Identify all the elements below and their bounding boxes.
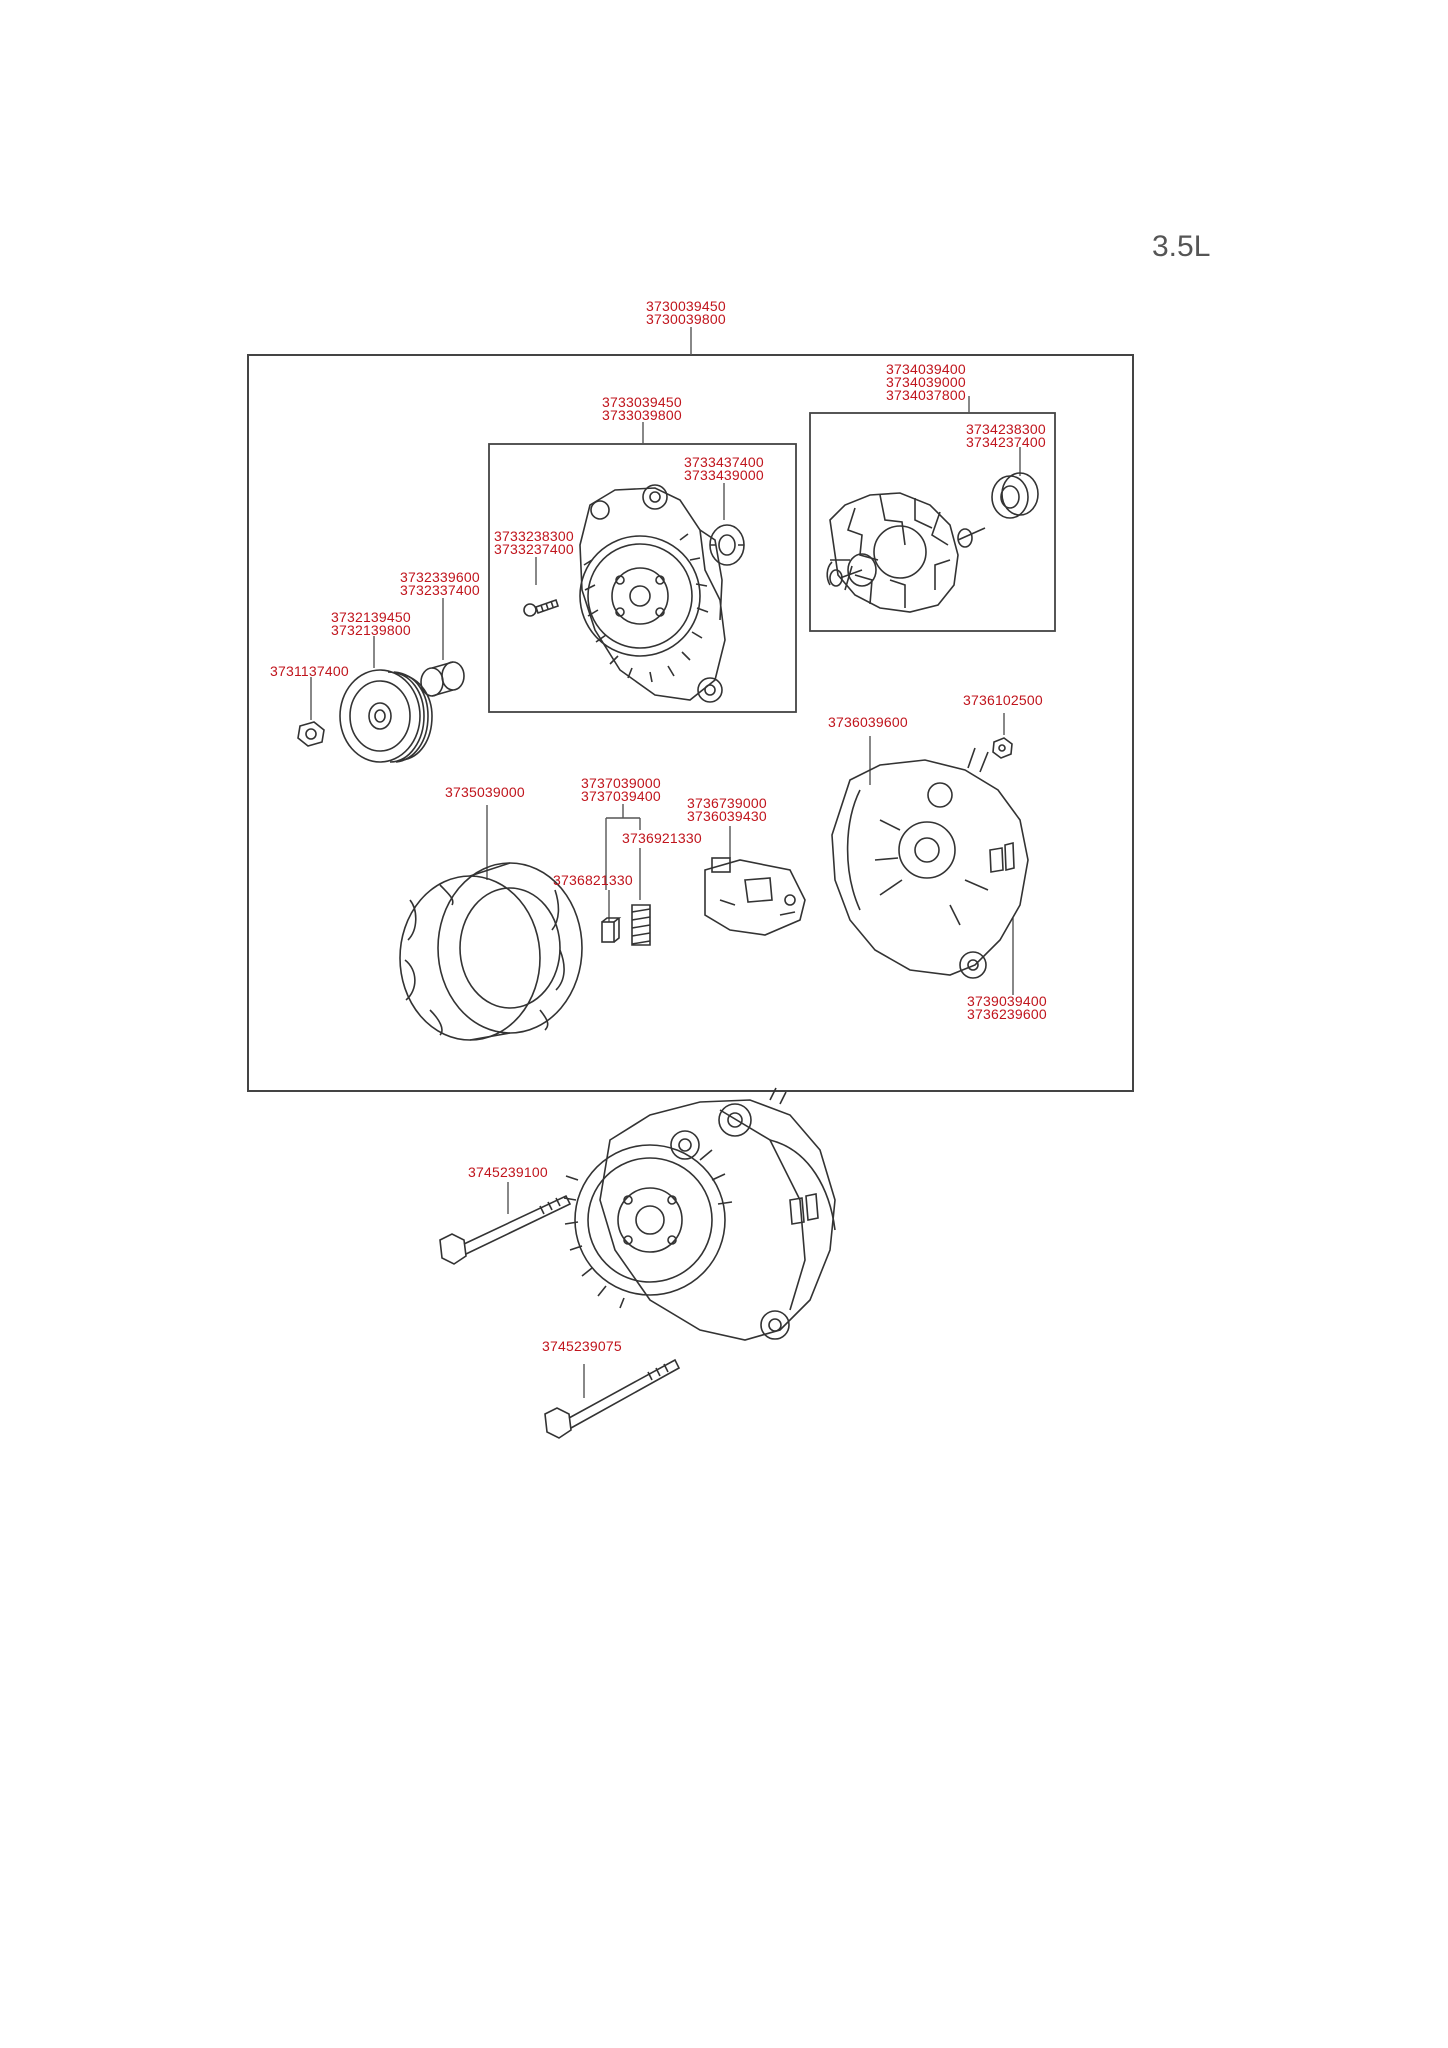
callout-brush-holder: 3737039000 3737039400: [581, 775, 661, 804]
callout-rear-bracket: 3736039600: [828, 714, 908, 730]
callout-rear-cover-bolt: 3739039400 3736239600: [967, 993, 1047, 1022]
callout-terminal-nut: 3736102500: [963, 692, 1043, 708]
front-bearing-icon: [709, 524, 745, 566]
leader-lines: [310, 327, 1021, 1398]
stator-icon: [399, 862, 583, 1041]
regulator-icon: [704, 857, 806, 936]
spacer-icon: [420, 661, 465, 697]
brush-spring-icon: [631, 904, 651, 946]
rotor-icon: [826, 492, 986, 613]
terminal-nut-icon: [992, 737, 1013, 759]
callout-brush: 3736821330: [553, 872, 633, 888]
callout-through-bolt-lower: 3745239075: [542, 1338, 622, 1354]
bracket-screw-icon: [523, 598, 560, 617]
engine-displacement-label: 3.5L: [1152, 230, 1211, 263]
callout-rear-bearing: 3734238300 3734237400: [966, 421, 1046, 450]
callout-regulator: 3736739000 3736039430: [687, 795, 767, 824]
through-bolt-lower-icon: [544, 1358, 681, 1439]
rear-bearing-icon: [991, 472, 1039, 519]
callout-spacer: 3732339600 3732337400: [400, 569, 480, 598]
callout-front-bearing: 3733437400 3733439000: [684, 454, 764, 483]
front-bracket-icon: [579, 484, 726, 703]
brush-icon: [601, 917, 622, 943]
rear-bracket-icon: [831, 747, 1029, 979]
pulley-icon: [339, 669, 433, 763]
front-bracket-subframe: [488, 443, 797, 713]
callout-front-bracket: 3733039450 3733039800: [602, 394, 682, 423]
callout-rotor: 3734039400 3734039000 3734037800: [886, 361, 966, 403]
alternator-assembly-icon: [563, 1087, 836, 1341]
callout-bracket-screw: 3733238300 3733237400: [494, 528, 574, 557]
pulley-nut-icon: [297, 721, 325, 747]
callout-pulley: 3732139450 3732139800: [331, 609, 411, 638]
through-bolt-upper-icon: [439, 1194, 572, 1265]
callout-pulley-nut: 3731137400: [270, 663, 349, 679]
callout-assembly: 3730039450 3730039800: [646, 298, 726, 327]
rotor-subframe: [809, 412, 1056, 632]
callout-through-bolt-upper: 3745239100: [468, 1164, 548, 1180]
callout-stator: 3735039000: [445, 784, 525, 800]
callout-brush-spring: 3736921330: [622, 830, 702, 846]
